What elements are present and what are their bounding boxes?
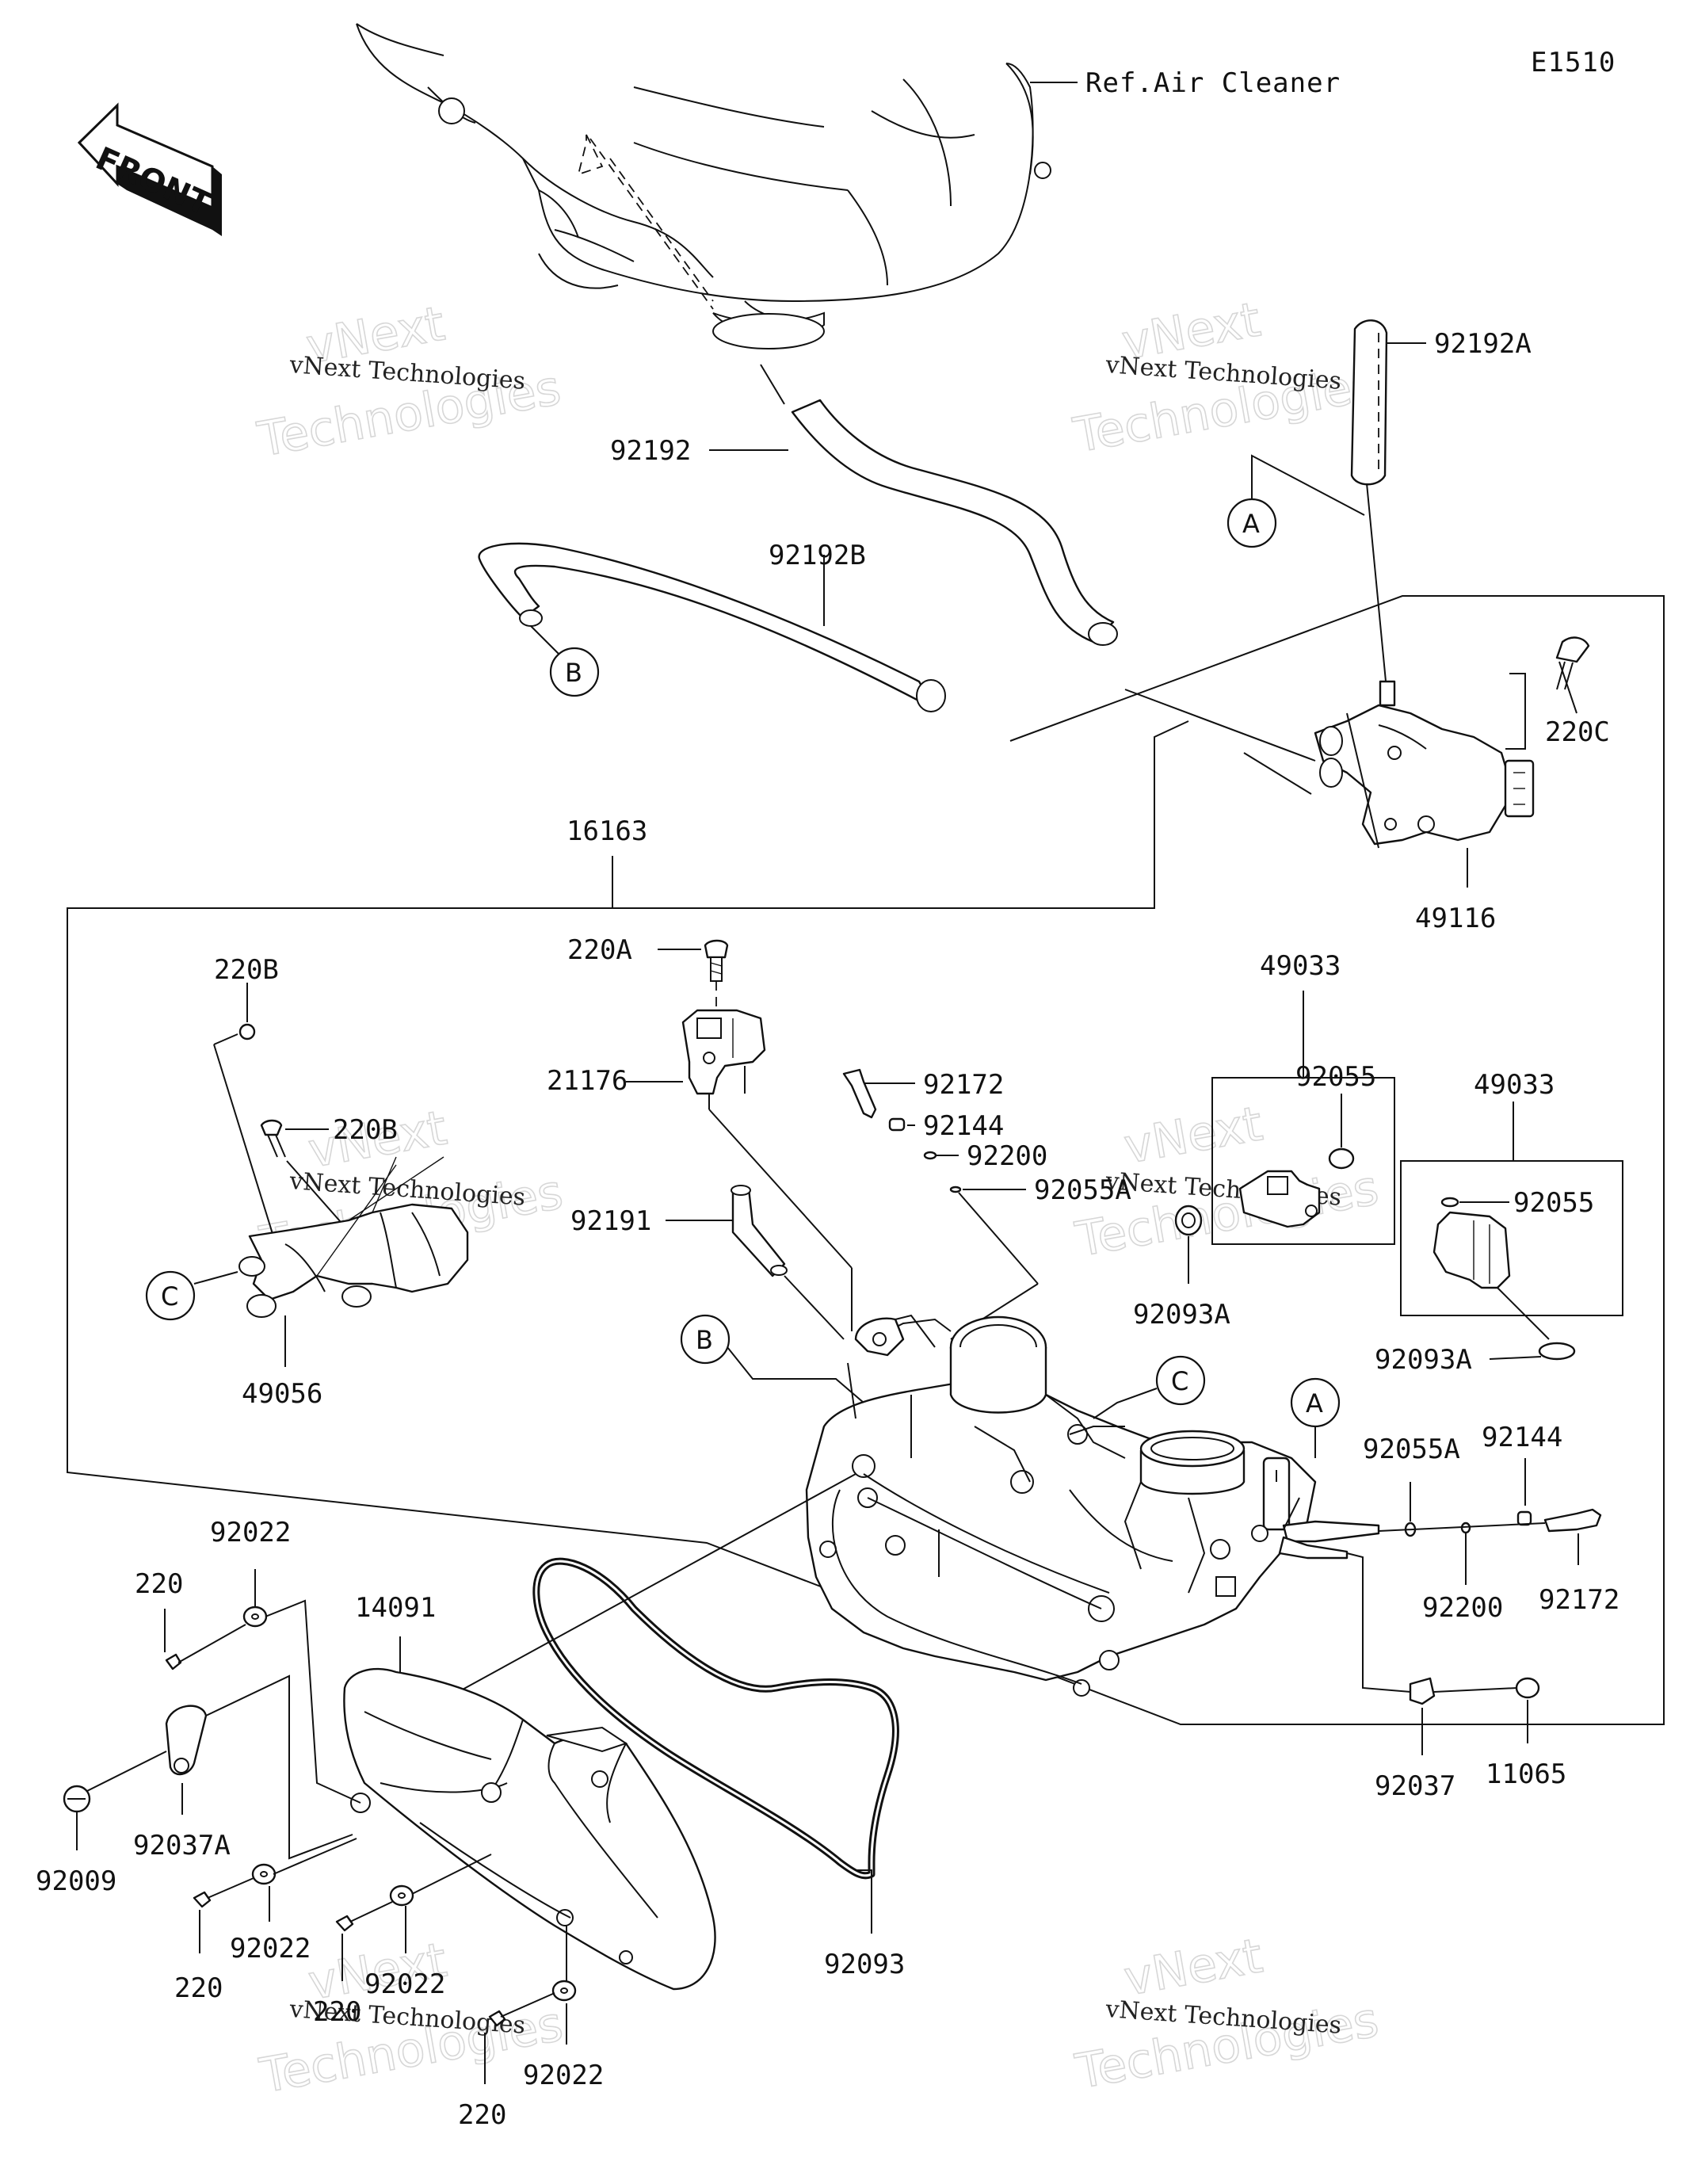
callout-A-top bbox=[1226, 498, 1277, 548]
label-92055A-top: 92055A bbox=[1034, 1174, 1131, 1206]
label-92172-right: 92172 bbox=[1539, 1584, 1619, 1616]
hose-92192A: 92192A A bbox=[1226, 319, 1532, 690]
part-92172-top: 92172 bbox=[842, 1068, 1004, 1119]
label-92144-top: 92144 bbox=[923, 1110, 1004, 1142]
part-92055A-right: 92055A bbox=[1363, 1434, 1460, 1537]
label-220-d: 220 bbox=[458, 2099, 506, 2131]
part-220B-a: 220B bbox=[213, 954, 279, 1237]
label-92037A: 92037A bbox=[133, 1830, 231, 1861]
label-220B-b: 220B bbox=[333, 1114, 398, 1146]
label-92144-right: 92144 bbox=[1482, 1422, 1562, 1453]
label-92055-b: 92055 bbox=[1513, 1187, 1594, 1219]
label-92037: 92037 bbox=[1375, 1770, 1455, 1802]
part-92022-c: 92022 bbox=[364, 1854, 492, 2000]
hose-92192B: 92192B bbox=[478, 540, 946, 712]
part-92144-right: 92144 bbox=[1482, 1422, 1562, 1526]
label-21176: 21176 bbox=[547, 1065, 628, 1097]
part-92022-d: 92022 bbox=[523, 1926, 604, 2091]
label-92093A-a: 92093A bbox=[1133, 1299, 1230, 1331]
svg-text:vNext: vNext bbox=[1120, 1928, 1267, 2006]
label-92191: 92191 bbox=[570, 1205, 651, 1237]
label-220-a: 220 bbox=[135, 1568, 183, 1600]
part-220-b: 220 bbox=[174, 1877, 254, 2004]
callout-A-mid: A bbox=[1290, 1377, 1341, 1458]
callout-C-left: C bbox=[145, 1270, 196, 1321]
svg-text:C: C bbox=[161, 1281, 178, 1312]
part-220-d: 220 bbox=[458, 1992, 555, 2131]
part-21176-sensor: 21176 bbox=[547, 1009, 853, 1331]
part-220C-screw: 220C bbox=[1505, 636, 1610, 750]
label-92200-right: 92200 bbox=[1422, 1592, 1503, 1624]
frame-16163: 16163 bbox=[67, 595, 1665, 1725]
front-arrow-icon: FRONT bbox=[77, 102, 222, 236]
label-49116: 49116 bbox=[1415, 903, 1496, 934]
part-92022-b: 92022 bbox=[230, 1838, 357, 1964]
part-92200-right: 92200 bbox=[1422, 1522, 1503, 1624]
label-220B-a: 220B bbox=[214, 954, 279, 986]
part-49033-box-a: 49033 92055 92093A bbox=[1133, 950, 1395, 1331]
part-49033-box-b: 49033 92055 92093A bbox=[1375, 1069, 1623, 1376]
part-92037A: 92037A bbox=[133, 1674, 353, 1861]
svg-text:vNext: vNext bbox=[1120, 1096, 1267, 1174]
part-92191-hose: 92191 bbox=[570, 1185, 845, 1340]
callout-C-mid: C bbox=[1093, 1355, 1206, 1419]
part-220-c: 220 bbox=[313, 1901, 393, 2028]
svg-text:C: C bbox=[1171, 1366, 1188, 1396]
svg-text:B: B bbox=[696, 1325, 713, 1355]
label-92009: 92009 bbox=[36, 1865, 116, 1897]
label-220-b: 220 bbox=[174, 1972, 223, 2004]
diagram-code: E1510 bbox=[1531, 47, 1616, 78]
callout-B-mid: B bbox=[680, 1314, 864, 1403]
label-92192: 92192 bbox=[610, 435, 691, 467]
label-92022-b: 92022 bbox=[230, 1933, 311, 1964]
part-220B-b: 220B bbox=[260, 1114, 398, 1277]
label-92172-top: 92172 bbox=[923, 1069, 1004, 1101]
part-220A-screw: 220A bbox=[567, 934, 729, 1006]
label-92055A-right: 92055A bbox=[1363, 1434, 1460, 1465]
part-92022-a: 92022 bbox=[210, 1517, 361, 1804]
label-220C: 220C bbox=[1545, 716, 1610, 748]
label-49033-b: 49033 bbox=[1474, 1069, 1555, 1101]
label-92200-top: 92200 bbox=[967, 1140, 1047, 1172]
label-49033-a: 49033 bbox=[1260, 950, 1341, 982]
ref-air-cleaner: Ref.Air Cleaner bbox=[1085, 67, 1341, 99]
part-14091-cover: 14091 bbox=[343, 1592, 716, 1991]
label-92022-a: 92022 bbox=[210, 1517, 291, 1548]
callout-B-left: B bbox=[530, 625, 600, 697]
svg-text:A: A bbox=[1306, 1388, 1323, 1418]
label-14091: 14091 bbox=[355, 1592, 436, 1624]
part-220-a: 220 bbox=[135, 1568, 246, 1670]
label-92192A: 92192A bbox=[1434, 328, 1532, 360]
hose-92192: 92192 bbox=[610, 364, 1118, 646]
part-92172-right: 92172 bbox=[1378, 1508, 1619, 1616]
svg-text:A: A bbox=[1242, 509, 1260, 539]
throttle-body-assembly bbox=[805, 1314, 1380, 1697]
label-92093A-b: 92093A bbox=[1375, 1344, 1472, 1376]
label-220-c: 220 bbox=[313, 1996, 361, 2028]
label-220A: 220A bbox=[567, 934, 632, 966]
label-49056: 49056 bbox=[242, 1378, 322, 1410]
part-92200-top: 92200 bbox=[923, 1140, 1047, 1172]
label-92022-c: 92022 bbox=[364, 1968, 445, 2000]
label-16163: 16163 bbox=[567, 815, 647, 847]
part-49116: 49116 bbox=[1124, 680, 1535, 934]
label-11065: 11065 bbox=[1486, 1758, 1566, 1790]
label-92022-d: 92022 bbox=[523, 2060, 604, 2091]
part-92009: 92009 bbox=[36, 1751, 167, 1897]
label-92192B: 92192B bbox=[769, 540, 866, 571]
label-92093: 92093 bbox=[824, 1949, 905, 1980]
part-11065: 11065 bbox=[1433, 1677, 1566, 1790]
air-cleaner-reference: Ref.Air Cleaner bbox=[356, 23, 1341, 349]
label-92055-a: 92055 bbox=[1295, 1061, 1376, 1093]
part-92037: 92037 bbox=[1346, 1552, 1455, 1802]
part-49056: 49056 bbox=[193, 1156, 469, 1410]
part-92093-belt: 92093 bbox=[443, 1473, 905, 1980]
part-92144-top: 92144 bbox=[888, 1110, 1004, 1142]
svg-text:B: B bbox=[565, 658, 582, 688]
